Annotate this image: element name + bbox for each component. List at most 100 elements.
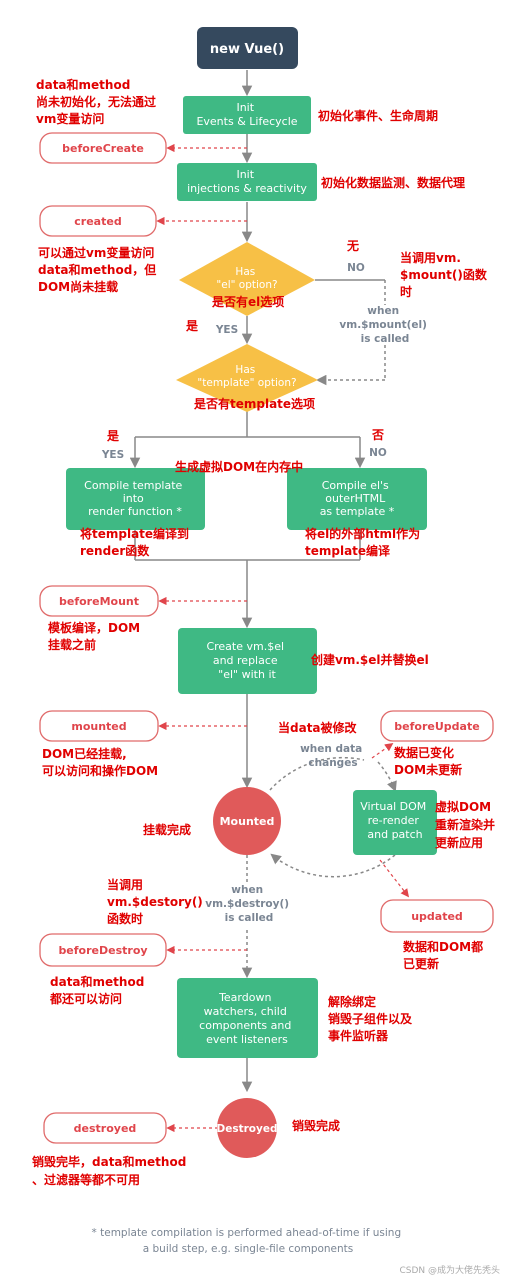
annot-call-destroy-line-2: vm.$destory() xyxy=(107,895,203,909)
annot-yes-1: 是 xyxy=(185,319,199,333)
footnote-line-2: a build step, e.g. single-file component… xyxy=(143,1243,354,1255)
el-option-text: Has "el" option? xyxy=(216,266,277,291)
annot-mount-done: 挂载完成 xyxy=(143,822,191,837)
annot-destroyed-line-1: 销毁完毕，data和method xyxy=(32,1154,186,1169)
annot-updated-line-2: 已更新 xyxy=(403,956,439,971)
hook-before-destroy: beforeDestroy xyxy=(39,933,167,967)
annot-created: 可以通过vm变量访问 data和method，但 DOM尚未挂载 xyxy=(38,245,160,294)
annot-updated-line-1: 数据和DOM都 xyxy=(403,939,483,954)
virtual-dom-line-2: re-render xyxy=(368,814,420,827)
annot-create-el: 创建vm.$el并替换el xyxy=(310,652,429,667)
compile-template-line-2: into xyxy=(123,492,144,505)
annot-created-line-2: data和method，但 xyxy=(38,262,156,277)
init-injections-line-1: Init xyxy=(236,168,254,181)
annot-el-option: 是否有el选项 xyxy=(211,294,284,309)
annot-init-injections: 初始化数据监测、数据代理 xyxy=(321,175,465,190)
annot-before-mount: 模板编译，DOM 挂载之前 xyxy=(48,620,144,652)
annot-before-destroy-line-2: 都还可以访问 xyxy=(49,991,122,1006)
hook-before-create-label: beforeCreate xyxy=(62,142,144,155)
annot-compile-el-line-2: template编译 xyxy=(305,543,391,558)
annot-created-line-3: DOM尚未挂载 xyxy=(38,279,118,294)
destroyed-circle: Destroyed xyxy=(217,1098,278,1158)
destroyed-circle-label: Destroyed xyxy=(217,1123,278,1135)
hook-updated: updated xyxy=(380,899,494,933)
teardown-line-3: components and xyxy=(199,1019,291,1032)
annot-call-destroy: 当调用 vm.$destory() 函数时 xyxy=(107,877,207,926)
annot-virtual-dom-line-2: 重新渲染并 xyxy=(435,817,495,832)
hook-connectors xyxy=(156,143,410,1133)
when-destroy-line-2: vm.$destroy() xyxy=(205,898,289,910)
hook-created: created xyxy=(39,205,157,237)
hook-before-update: beforeUpdate xyxy=(380,710,494,742)
create-vm-el-line-1: Create vm.$el xyxy=(206,640,284,653)
virtual-dom-line-1: Virtual DOM xyxy=(360,800,426,813)
teardown-text: Teardown watchers, child components and … xyxy=(199,991,295,1046)
annot-destroyed-done: 销毁完成 xyxy=(292,1118,340,1133)
annot-teardown-line-3: 事件监听器 xyxy=(328,1028,389,1043)
create-vm-el-box: Create vm.$el and replace "el" with it xyxy=(178,628,317,694)
compile-el-line-1: Compile el's xyxy=(322,479,389,492)
hook-mounted: mounted xyxy=(39,710,159,742)
hook-before-mount: beforeMount xyxy=(39,585,159,617)
teardown-line-2: watchers, child xyxy=(204,1005,287,1018)
compile-el-text: Compile el's outerHTML as template * xyxy=(320,479,395,518)
hook-before-destroy-label: beforeDestroy xyxy=(58,944,147,957)
annot-compile-template-line-2: render函数 xyxy=(80,543,150,558)
mounted-circle: Mounted xyxy=(213,787,281,855)
teardown-box: Teardown watchers, child components and … xyxy=(177,978,318,1058)
annot-compile-template-line-1: 将template编译到 xyxy=(80,526,189,541)
annot-template-option: 是否有template选项 xyxy=(193,396,315,411)
hook-boxes: beforeCreate created beforeMount mounted… xyxy=(39,132,494,1144)
annot-when-mount-line-2: $mount()函数 xyxy=(400,267,488,282)
annot-before-create: data和method 尚未初始化，无法通过 vm变量访问 xyxy=(36,77,160,126)
annot-compile-el: 将el的外部html作为 template编译 xyxy=(305,526,424,558)
compile-el-line-3: as template * xyxy=(320,505,395,518)
annot-when-mount: 当调用vm. $mount()函数 时 xyxy=(400,250,491,299)
annot-teardown-line-1: 解除绑定 xyxy=(328,994,376,1009)
annot-before-destroy-line-1: data和method xyxy=(50,974,144,989)
annot-yes-2: 是 xyxy=(106,429,120,443)
annot-virtual-dom-line-1: 虚拟DOM xyxy=(435,799,491,814)
watermark: CSDN @成为大佬先秃头 xyxy=(399,1264,500,1276)
when-data-line-2: changes xyxy=(308,757,357,769)
annot-virtual-dom-line-3: 更新应用 xyxy=(435,835,483,850)
init-injections-box: Init injections & reactivity xyxy=(177,163,317,201)
annot-before-create-line-2: 尚未初始化，无法通过 xyxy=(36,94,156,109)
annot-before-mount-line-2: 挂载之前 xyxy=(48,637,96,652)
template-option-text: Has "template" option? xyxy=(197,364,296,389)
annot-mounted-line-1: DOM已经挂载, xyxy=(42,746,127,761)
annot-virtual-dom-memory: 生成虚拟DOM在内存中 xyxy=(175,459,303,474)
label-no-2: NO xyxy=(369,447,387,459)
annot-before-update-line-1: 数据已变化 xyxy=(394,745,454,760)
annot-created-line-1: 可以通过vm变量访问 xyxy=(38,245,154,260)
annot-virtual-dom: 虚拟DOM 重新渲染并 更新应用 xyxy=(435,799,499,850)
hook-before-update-label: beforeUpdate xyxy=(394,720,479,733)
create-vm-el-line-3: "el" with it xyxy=(218,668,276,681)
annot-compile-template: 将template编译到 render函数 xyxy=(80,526,193,558)
teardown-line-4: event listeners xyxy=(206,1033,288,1046)
annot-before-mount-line-1: 模板编译，DOM xyxy=(48,620,140,635)
annot-before-update: 数据已变化 DOM未更新 xyxy=(394,745,462,777)
virtual-dom-line-3: and patch xyxy=(367,828,422,841)
when-destroy-line-1: when xyxy=(231,884,263,896)
compile-template-line-1: Compile template xyxy=(84,479,182,492)
compile-el-box: Compile el's outerHTML as template * xyxy=(287,468,427,530)
when-mount-line-2: vm.$mount(el) xyxy=(339,319,427,331)
virtual-dom-text: Virtual DOM re-render and patch xyxy=(360,800,430,841)
hook-destroyed-label: destroyed xyxy=(74,1122,137,1135)
annot-when-mount-line-3: 时 xyxy=(400,284,412,299)
annot-before-destroy: data和method 都还可以访问 xyxy=(49,974,148,1006)
annot-before-update-line-2: DOM未更新 xyxy=(394,762,462,777)
annot-when-mount-line-1: 当调用vm. xyxy=(400,250,461,265)
when-data-line-1: when data xyxy=(300,743,362,755)
annot-destroyed: 销毁完毕，data和method 、过滤器等都不可用 xyxy=(32,1154,190,1187)
flow-lines xyxy=(129,70,397,1093)
when-destroy-line-3: is called xyxy=(225,912,274,924)
label-yes-2: YES xyxy=(101,449,124,461)
init-events-line-2: Events & Lifecycle xyxy=(196,115,297,128)
init-events-box: Init Events & Lifecycle xyxy=(183,96,311,134)
compile-template-text: Compile template into render function * xyxy=(84,479,186,518)
hook-mounted-label: mounted xyxy=(71,720,126,733)
compile-el-line-2: outerHTML xyxy=(325,492,386,505)
